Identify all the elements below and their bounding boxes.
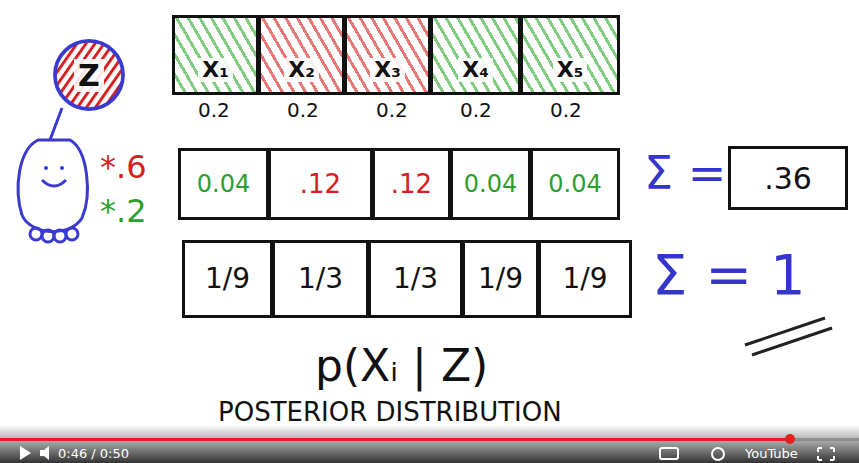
robot-body: [18, 140, 87, 232]
probability-box: 1/9: [462, 240, 539, 318]
sum-sign: Σ =: [644, 148, 726, 199]
probability-box: .12: [268, 148, 373, 220]
cc-icon: [660, 448, 678, 459]
underline: [745, 318, 825, 345]
probability-value: 0.2: [550, 99, 582, 121]
robot-eye: [44, 166, 48, 170]
box-value: 0.04: [197, 171, 250, 197]
progress-bar: [0, 438, 790, 441]
box-value: 1/9: [205, 264, 250, 295]
box-value: X₄: [458, 58, 493, 82]
box-value: X₅: [553, 58, 588, 82]
robot-feet: [30, 228, 78, 242]
fullscreen-icon: [818, 448, 834, 460]
probability-box: 0.04: [178, 148, 269, 220]
box-value: 1/3: [298, 264, 343, 295]
robot-eye: [60, 166, 64, 170]
settings-icon: [712, 448, 724, 460]
box-value: 1/9: [478, 264, 523, 295]
probability-box: X₅: [520, 15, 620, 95]
factor-label: *.6: [100, 150, 147, 185]
probability-box: X₄: [430, 15, 521, 95]
probability-box: 1/9: [538, 240, 632, 318]
probability-value: 0.2: [198, 99, 230, 121]
underline: [752, 328, 832, 355]
box-value: X₁: [198, 58, 233, 82]
box-value: 0.04: [548, 171, 601, 197]
volume-icon: [40, 446, 49, 460]
probability-box: X₃: [344, 15, 431, 95]
formula: p(Xᵢ | Z): [315, 342, 488, 390]
probability-box: X₂: [258, 15, 345, 95]
box-value: 1/9: [562, 264, 607, 295]
speech-bubble: Z: [52, 38, 126, 112]
player-bar: [0, 425, 859, 463]
play-icon: [20, 446, 31, 460]
progress-knob: [785, 434, 795, 444]
bubble-text: Z: [74, 59, 104, 92]
probability-box: 0.04: [530, 148, 620, 220]
box-value: 0.04: [464, 171, 517, 197]
probability-box: 1/9: [182, 240, 273, 318]
box-value: X₂: [284, 58, 319, 82]
probability-value: 0.2: [460, 99, 492, 121]
probability-box: 1/3: [368, 240, 463, 318]
progress-track: [0, 438, 859, 441]
probability-box: .36: [728, 146, 848, 210]
box-value: .12: [391, 170, 432, 199]
probability-box: 0.04: [450, 148, 531, 220]
robot-smile: [42, 180, 66, 186]
player-logo: YouTube: [745, 447, 798, 461]
probability-value: 0.2: [376, 99, 408, 121]
probability-box: 1/3: [272, 240, 369, 318]
box-value: 1/3: [393, 264, 438, 295]
box-value: .12: [300, 170, 341, 199]
box-value: .36: [764, 162, 812, 195]
box-value: X₃: [370, 58, 405, 82]
sum-equation: Σ = 1: [652, 244, 806, 306]
caption-text: POSTERIOR DISTRIBUTION: [218, 398, 562, 427]
probability-box: X₁: [172, 15, 259, 95]
time-display: 0:46 / 0:50: [58, 447, 129, 461]
factor-label: *.2: [100, 194, 147, 229]
probability-box: .12: [372, 148, 451, 220]
bubble-tail: [50, 108, 62, 140]
probability-value: 0.2: [287, 99, 319, 121]
